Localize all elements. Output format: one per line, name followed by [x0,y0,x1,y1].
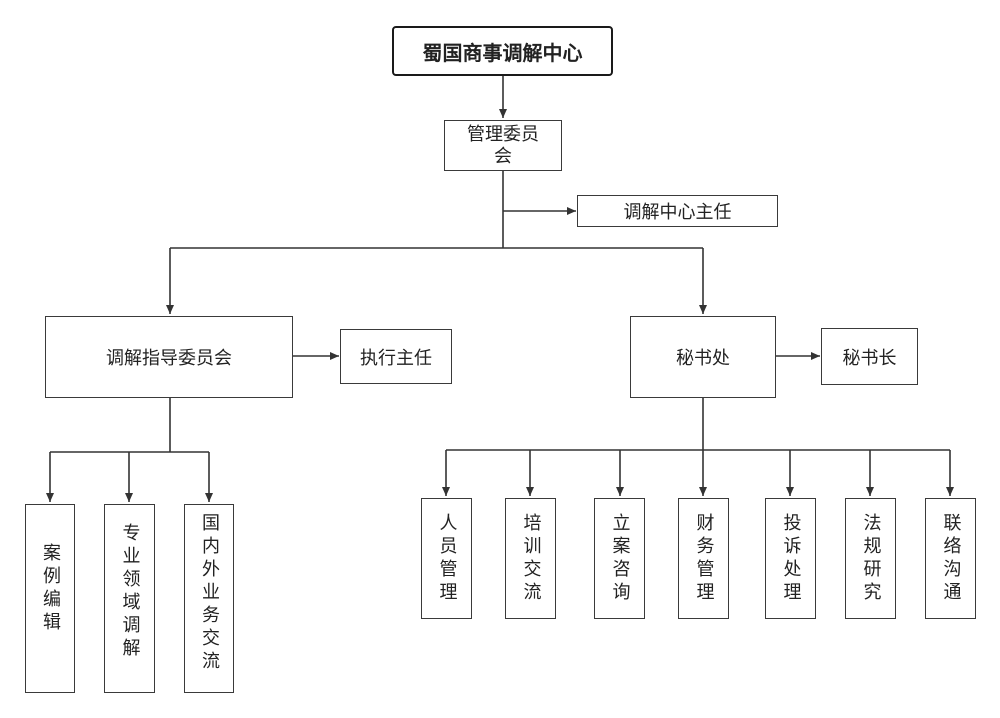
exec-director-label: 执行主任 [360,347,432,369]
specialized-mediation-label: 专业领域调解 [119,523,141,661]
committee-label: 管理委员会 [467,123,539,167]
complaint-node: 投诉处理 [765,498,816,619]
exec-director-node: 执行主任 [340,329,452,384]
personnel-label: 人员管理 [436,513,458,605]
director-label: 调解中心主任 [623,202,732,223]
guidance-committee-label: 调解指导委员会 [106,348,232,369]
director-node: 调解中心主任 [577,195,778,227]
liaison-node: 联络沟通 [925,498,976,619]
filing-label: 立案咨询 [609,513,631,605]
case-editing-node: 案例编辑 [25,504,75,693]
finance-node: 财务管理 [678,498,729,619]
legal-research-label: 法规研究 [860,513,882,605]
finance-label: 财务管理 [693,513,715,605]
secretary-general-node: 秘书长 [821,328,918,385]
secretariat-label: 秘书处 [676,348,730,369]
exchange-node: 国内外业务交流 [184,504,234,693]
secretariat-node: 秘书处 [630,316,776,398]
specialized-mediation-node: 专业领域调解 [104,504,155,693]
case-editing-label: 案例编辑 [40,543,61,635]
guidance-committee-node: 调解指导委员会 [45,316,293,398]
complaint-label: 投诉处理 [780,513,802,605]
root-label: 蜀国商事调解中心 [422,40,583,65]
training-node: 培训交流 [505,498,556,619]
exchange-label: 国内外业务交流 [199,513,220,674]
secretary-general-label: 秘书长 [842,347,897,369]
liaison-label: 联络沟通 [940,513,962,605]
personnel-node: 人员管理 [421,498,472,619]
filing-node: 立案咨询 [594,498,645,619]
training-label: 培训交流 [520,513,542,605]
legal-research-node: 法规研究 [845,498,896,619]
committee-node: 管理委员会 [444,120,562,171]
root-node: 蜀国商事调解中心 [392,26,613,76]
